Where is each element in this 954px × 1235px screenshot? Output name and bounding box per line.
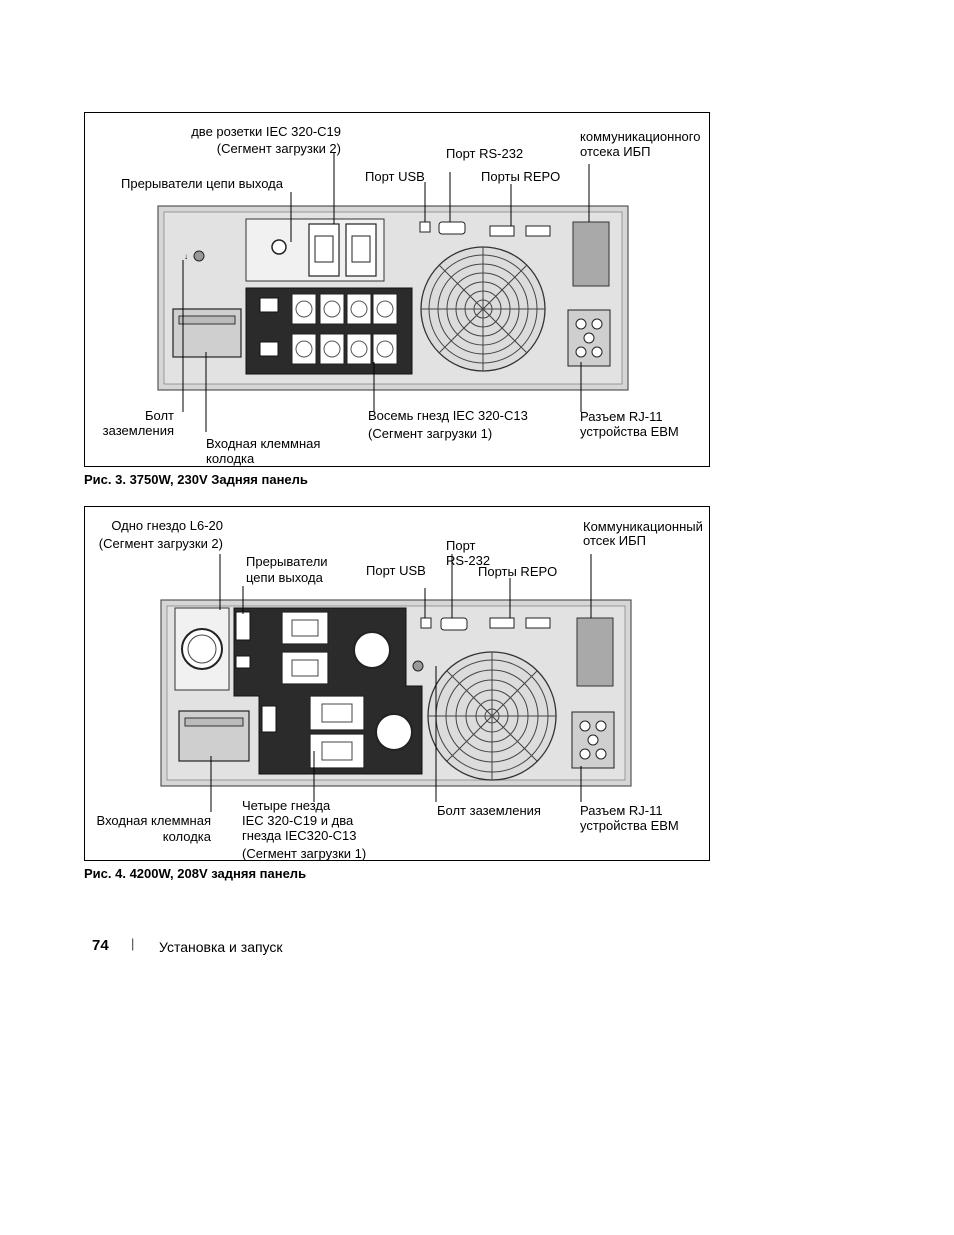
fig4-repo-label: Порты REPO [478,564,558,579]
fig3-c19-label-line2: (Сегмент загрузки 2) [216,141,341,156]
fig3-comm-bay-label-line1: коммуникационного [580,129,701,144]
fig4-outlets-label-line2: IEC 320-C19 и два [242,813,354,828]
fig4-rs232-label-line1: Порт [446,538,476,553]
fig4-l620-label-line2: (Сегмент загрузки 2) [98,536,223,551]
fig4-l620-label-line1: Одно гнездо L6-20 [111,518,223,533]
fig3-ground-label-line1: Болт [144,408,174,423]
fig4-outlets-label-line1: Четыре гнезда [242,798,331,813]
fig4-comm-bay-label-line1: Коммуникационный [583,519,703,534]
figure-3-caption: Рис. 3. 3750W, 230V Задняя панель [84,472,308,487]
fig3-repo-label: Порты REPO [481,169,561,184]
fig4-rj11-label-line2: устройства EBM [580,818,679,833]
page-number: 74 [92,937,109,954]
figure-3-panel-illustration: ↓ [157,152,629,432]
fig3-rj11-label-line2: устройства EBM [580,424,679,439]
fig3-terminal-label-line2: колодка [206,451,255,466]
figure-4-panel-illustration [160,554,632,812]
fig3-terminal-label-line1: Входная клеммная [206,436,321,451]
fig4-terminal-label-line2: колодка [162,829,211,844]
fig3-c13-label-line1: Восемь гнезд IEC 320-C13 [368,408,528,423]
fig4-usb-label: Порт USB [366,563,426,578]
fig3-rs232-label: Порт RS-232 [446,146,524,161]
fig3-comm-bay-label-line2: отсека ИБП [580,144,651,159]
footer-separator: | [131,936,135,951]
fig4-breakers-label-line2: цепи выхода [246,570,323,585]
fig4-rs232-label-line2: RS-232 [446,553,491,568]
fig4-terminal-label-line1: Входная клеммная [96,813,211,828]
fig4-outlets-label-line3: гнезда IEC320-C13 [242,828,357,843]
figure-4-caption: Рис. 4. 4200W, 208V задняя панель [84,866,307,881]
fig3-rj11-label-line1: Разъем RJ-11 [580,409,663,424]
fig3-c13-label-line2: (Сегмент загрузки 1) [368,426,493,441]
svg-text:↓: ↓ [184,252,188,261]
fig4-breakers-label-line1: Прерыватели [246,554,328,569]
fig4-comm-bay-label-line2: отсек ИБП [583,533,647,548]
fig4-ground-label: Болт заземления [437,803,541,818]
fig4-rj11-label-line1: Разъем RJ-11 [580,803,663,818]
fig3-breakers-label: Прерыватели цепи выхода [121,176,283,191]
fig3-usb-label: Порт USB [365,169,425,184]
section-title: Установка и запуск [159,939,283,955]
fig3-ground-label-line2: заземления [102,423,174,438]
fig3-c19-label-line1: две розетки IEC 320-C19 [191,124,341,139]
fig4-outlets-label-line4: (Сегмент загрузки 1) [242,846,367,861]
